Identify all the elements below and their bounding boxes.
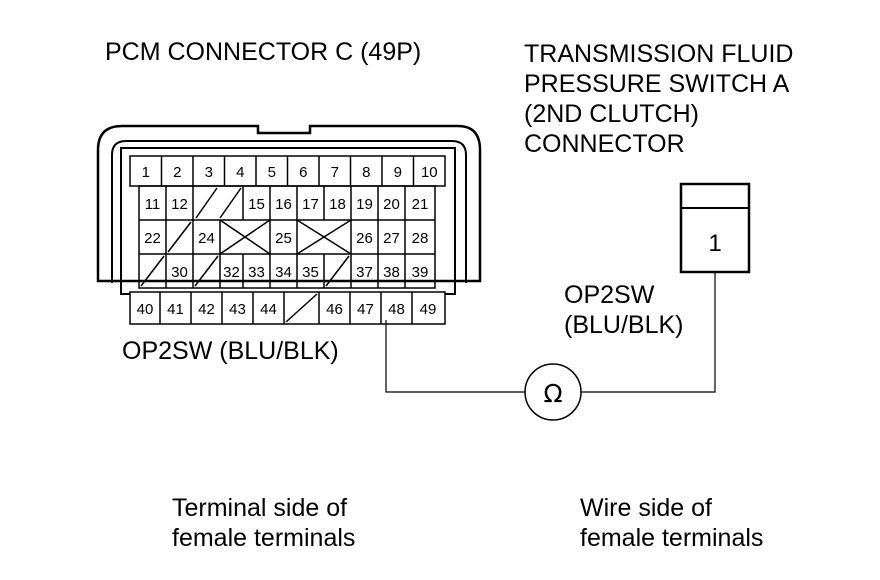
pcm-connector-title: PCM CONNECTOR C (49P) [105,38,421,66]
terminal-label: 34 [275,264,292,281]
terminal-label: 5 [268,164,276,181]
terminal-label: 12 [171,196,188,213]
switch-side-caption-line1: Wire side of [580,494,712,522]
switch-title-line2: PRESSURE SWITCH A [524,70,790,98]
switch-title-line4: CONNECTOR [524,130,685,158]
terminal-label: 17 [302,196,319,213]
terminal-label: 11 [145,196,161,213]
ohmmeter: Ω [524,363,582,421]
test-leads [385,272,716,393]
terminal-label: 18 [329,196,346,213]
terminal-label: 27 [383,230,400,247]
terminal-label: 32 [223,264,240,281]
terminal-label: 20 [383,196,400,213]
terminal-label: 26 [356,230,373,247]
terminal-label: 38 [383,264,400,281]
terminal-label: 9 [394,164,402,181]
terminal-label: 2 [173,164,181,181]
terminal-label: 25 [275,230,292,247]
switch-connector: 1 [679,182,751,274]
terminal-label: 4 [236,164,244,181]
pcm-terminal-numbers: 1 2 3 4 5 6 7 8 9 10 11 12 15 16 17 18 1… [137,164,438,318]
switch-wire-label-line1: OP2SW [564,281,655,309]
terminal-label: 44 [260,301,277,318]
terminal-label: 8 [362,164,370,181]
terminal-label: 19 [356,196,373,213]
terminal-label: 1 [142,164,150,181]
ohmmeter-icon [524,363,582,421]
terminal-label: 21 [412,196,429,213]
terminal-label: 46 [326,301,343,318]
switch-title-line3: (2ND CLUTCH) [524,100,699,128]
terminal-label: 40 [137,301,154,318]
switch-side-caption-line2: female terminals [580,524,763,552]
terminal-label: 37 [356,264,373,281]
terminal-label: 28 [412,230,429,247]
pcm-wire-label: OP2SW (BLU/BLK) [122,337,339,365]
terminal-label: 39 [412,264,429,281]
terminal-label: 7 [331,164,339,181]
terminal-label: 24 [198,230,215,247]
pcm-terminal-grid [129,155,446,325]
terminal-label: 49 [420,301,437,318]
switch-wire-label-line2: (BLU/BLK) [564,311,683,339]
pcm-side-caption-line2: female terminals [172,524,355,552]
terminal-label: 33 [248,264,265,281]
terminal-label: 3 [205,164,213,181]
ohm-symbol: Ω [543,379,562,408]
switch-terminal-1: 1 [708,230,721,257]
terminal-label: 6 [299,164,307,181]
terminal-label: 35 [302,264,319,281]
terminal-label: 16 [275,196,292,213]
pcm-side-caption-line1: Terminal side of [172,494,347,522]
terminal-label: 10 [421,164,438,181]
terminal-label: 15 [248,196,265,213]
switch-title-line1: TRANSMISSION FLUID [524,40,793,68]
terminal-label: 42 [198,301,215,318]
terminal-label: 41 [167,301,184,318]
terminal-label: 48 [388,301,405,318]
terminal-label: 30 [171,264,188,281]
terminal-label: 47 [357,301,374,318]
terminal-label: 43 [229,301,246,318]
terminal-label: 22 [144,230,161,247]
